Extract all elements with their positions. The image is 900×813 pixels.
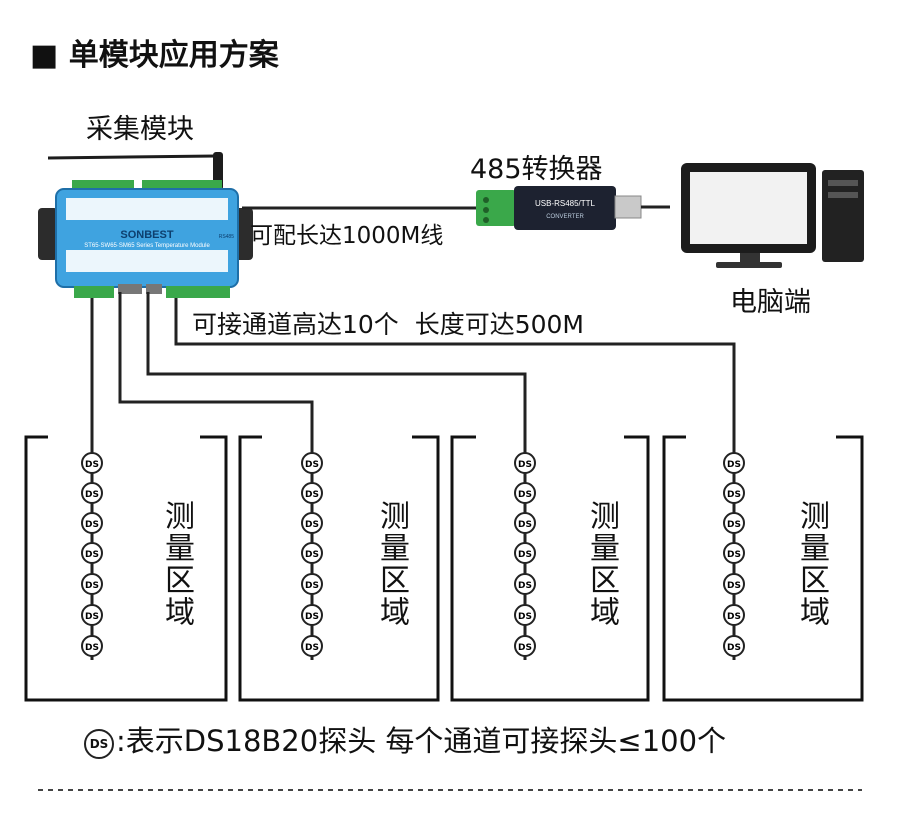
module-brand: SONBEST bbox=[120, 229, 173, 241]
zone-label-4: 测量区域 bbox=[794, 500, 829, 628]
module-label-strip-bottom bbox=[66, 250, 228, 272]
ds-probe-icon bbox=[301, 573, 323, 595]
rs485-converter: USB-RS485/TTL CONVERTER bbox=[476, 186, 642, 230]
module-series-label: ST65·SW65·SM65 Series Temperature Module bbox=[84, 243, 210, 249]
ds-probe-icon bbox=[514, 604, 536, 626]
ds-probe-label: DS bbox=[305, 612, 319, 622]
ds-probe-icon bbox=[81, 512, 103, 534]
legend: DS:表示DS18B20探头 每个通道可接探头≤100个 bbox=[84, 718, 726, 760]
ds-probe-label: DS bbox=[727, 581, 741, 591]
zone-outline-3 bbox=[450, 435, 650, 702]
zone-outline-1 bbox=[24, 435, 228, 702]
ds-probe-label: DS bbox=[518, 581, 532, 591]
module-title: 采集模块 bbox=[86, 114, 194, 145]
ds-probe-label: DS bbox=[85, 581, 99, 591]
converter-sublabel: CONVERTER bbox=[546, 214, 584, 220]
ds-probe-label: DS bbox=[727, 612, 741, 622]
ds-probe-icon bbox=[81, 452, 103, 474]
ds-probe-label: DS bbox=[727, 490, 741, 500]
port-2 bbox=[146, 284, 162, 294]
zone-outline-2 bbox=[238, 435, 440, 702]
ds-probe-label: DS bbox=[305, 520, 319, 530]
converter-terminal bbox=[476, 190, 516, 226]
ds-probe-icon bbox=[514, 482, 536, 504]
ds-probe-icon bbox=[301, 635, 323, 657]
ds-probe-icon bbox=[301, 604, 323, 626]
ds-probe-icon: DS bbox=[84, 729, 114, 759]
ds-probe-label: DS bbox=[85, 612, 99, 622]
channel-line-4 bbox=[174, 298, 736, 660]
ds-probe-label: DS bbox=[305, 550, 319, 560]
cable-note: 可配长达1000M线 bbox=[250, 223, 444, 249]
ds-probe-icon bbox=[723, 635, 745, 657]
ds-probe-icon bbox=[723, 512, 745, 534]
mount-ear-left bbox=[38, 208, 58, 260]
zone-label-3: 测量区域 bbox=[584, 500, 619, 628]
ds-probe-icon bbox=[723, 542, 745, 564]
probe-group: DS DS DS DS DS DS DS DS DS DS DS DS DS DS DS DS DS DS DS DS… bbox=[81, 452, 745, 657]
ds-probe-label: DS bbox=[305, 460, 319, 470]
ds-probe-icon bbox=[301, 512, 323, 534]
module-side-label: RS485 bbox=[219, 234, 235, 240]
channel-line-3 bbox=[146, 292, 527, 660]
ds-probe-icon bbox=[301, 452, 323, 474]
ds-probe-icon bbox=[723, 482, 745, 504]
ds-probe-label: DS bbox=[518, 490, 532, 500]
collection-module: SONBEST ST65·SW65·SM65 Series Temperatur… bbox=[38, 152, 253, 298]
module-label-strip bbox=[66, 198, 228, 220]
converter-body bbox=[514, 186, 616, 230]
ds-probe-icon bbox=[514, 573, 536, 595]
ds-probe-icon bbox=[514, 542, 536, 564]
ds-probe-icon bbox=[514, 512, 536, 534]
terminal-block-bottom-left bbox=[74, 286, 114, 298]
ds-probe-icon bbox=[723, 604, 745, 626]
ds-probe-label: DS bbox=[518, 550, 532, 560]
legend-text: :表示DS18B20探头 每个通道可接探头≤100个 bbox=[116, 724, 727, 758]
ds-probe-label: DS bbox=[727, 550, 741, 560]
ds-probe-icon bbox=[514, 635, 536, 657]
ds-probe-label: DS bbox=[85, 550, 99, 560]
computer bbox=[681, 163, 864, 268]
ds-probe-label: DS bbox=[518, 460, 532, 470]
ds-probe-icon bbox=[723, 452, 745, 474]
converter-title: 485转换器 bbox=[470, 154, 603, 185]
zone-label-1: 测量区域 bbox=[159, 500, 194, 628]
ds-probe-icon bbox=[81, 635, 103, 657]
ds-probe-icon bbox=[81, 604, 103, 626]
ds-probe-label: DS bbox=[727, 460, 741, 470]
ds-probe-label: DS bbox=[85, 520, 99, 530]
ds-probe-label: DS bbox=[518, 520, 532, 530]
ds-probe-label: DS bbox=[727, 520, 741, 530]
ds-probe-label: DS bbox=[305, 490, 319, 500]
ds-probe-icon bbox=[301, 482, 323, 504]
usb-plug-icon bbox=[614, 195, 642, 219]
converter-label: USB-RS485/TTL bbox=[535, 199, 596, 208]
ds-probe-label: DS bbox=[85, 643, 99, 653]
ds-probe-label: DS bbox=[85, 490, 99, 500]
computer-title: 电脑端 bbox=[730, 287, 811, 318]
port-1 bbox=[118, 284, 142, 294]
ds-probe-icon bbox=[301, 542, 323, 564]
zone-outlines bbox=[24, 435, 864, 702]
section-title: ■ 单模块应用方案 bbox=[30, 38, 279, 73]
ds-probe-label: DS bbox=[305, 643, 319, 653]
ds-probe-label: DS bbox=[727, 643, 741, 653]
ds-probe-icon bbox=[81, 482, 103, 504]
ds-probe-label: DS bbox=[305, 581, 319, 591]
ds-probe-icon bbox=[81, 542, 103, 564]
terminal-block-bottom-right bbox=[166, 286, 230, 298]
ds-probe-icon bbox=[81, 573, 103, 595]
ds-probe-label: DS bbox=[518, 643, 532, 653]
ds-probe-icon bbox=[514, 452, 536, 474]
ds-probe-label: DS bbox=[85, 460, 99, 470]
ds-probe-label: DS bbox=[518, 612, 532, 622]
zone-label-2: 测量区域 bbox=[374, 500, 409, 628]
zone-outline-4 bbox=[662, 435, 864, 702]
channel-note: 可接通道高达10个 长度可达500M bbox=[192, 310, 584, 339]
ds-probe-icon bbox=[723, 573, 745, 595]
